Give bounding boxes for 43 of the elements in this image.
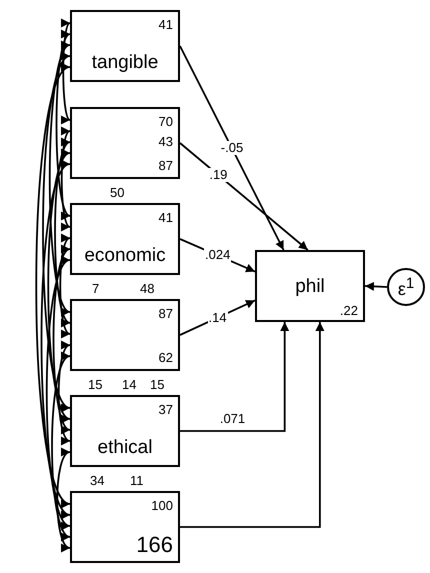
observed-variable-box <box>70 395 180 467</box>
path-arrow <box>180 322 290 432</box>
observed-variable-box <box>70 491 180 563</box>
number-label: 70 <box>158 115 173 129</box>
number-label: 87 <box>158 159 173 173</box>
number-label: 37 <box>158 403 173 417</box>
coefficient-label: 15 <box>150 378 164 392</box>
edge-label: .14 <box>208 310 228 325</box>
edge-label: -.05 <box>220 141 244 155</box>
number-label: 41 <box>158 18 173 32</box>
number-label: 166 <box>136 533 173 557</box>
outcome-variable-box <box>255 250 365 322</box>
path-arrow <box>179 46 284 250</box>
coefficient-label: 11 <box>130 474 144 488</box>
number-label: 62 <box>158 351 173 365</box>
number-label: 41 <box>158 211 173 225</box>
observed-variable-box <box>70 299 180 371</box>
coefficient-label: 14 <box>122 378 136 392</box>
error-term-label: ε$^{1}$ <box>398 274 414 300</box>
number-label: 87 <box>158 307 173 321</box>
number-label: 43 <box>158 135 173 149</box>
coefficient-label: 48 <box>140 282 154 296</box>
variable-name: tangible <box>90 52 160 74</box>
edge-label: .19 <box>208 168 228 182</box>
number-label: 100 <box>151 499 173 513</box>
observed-variable-box <box>70 10 180 82</box>
edge-label: .024 <box>204 248 232 262</box>
error-circle <box>387 268 425 306</box>
path-arrow <box>364 282 388 291</box>
variable-name: phil <box>294 276 326 298</box>
edge-label: .071 <box>218 412 246 426</box>
coefficient-label: 34 <box>90 474 104 488</box>
number-label: .22 <box>340 304 358 318</box>
observed-variable-box <box>70 107 180 179</box>
variable-name: ethical <box>96 437 154 459</box>
path-arrow <box>179 142 308 251</box>
observed-variable-box <box>70 203 180 275</box>
variable-name: economic <box>83 245 167 267</box>
coefficient-label: 50 <box>110 186 124 200</box>
coefficient-label: 7 <box>92 282 100 296</box>
path-arrow <box>180 322 324 528</box>
coefficient-label: 15 <box>88 378 102 392</box>
path-arrow <box>180 300 256 336</box>
